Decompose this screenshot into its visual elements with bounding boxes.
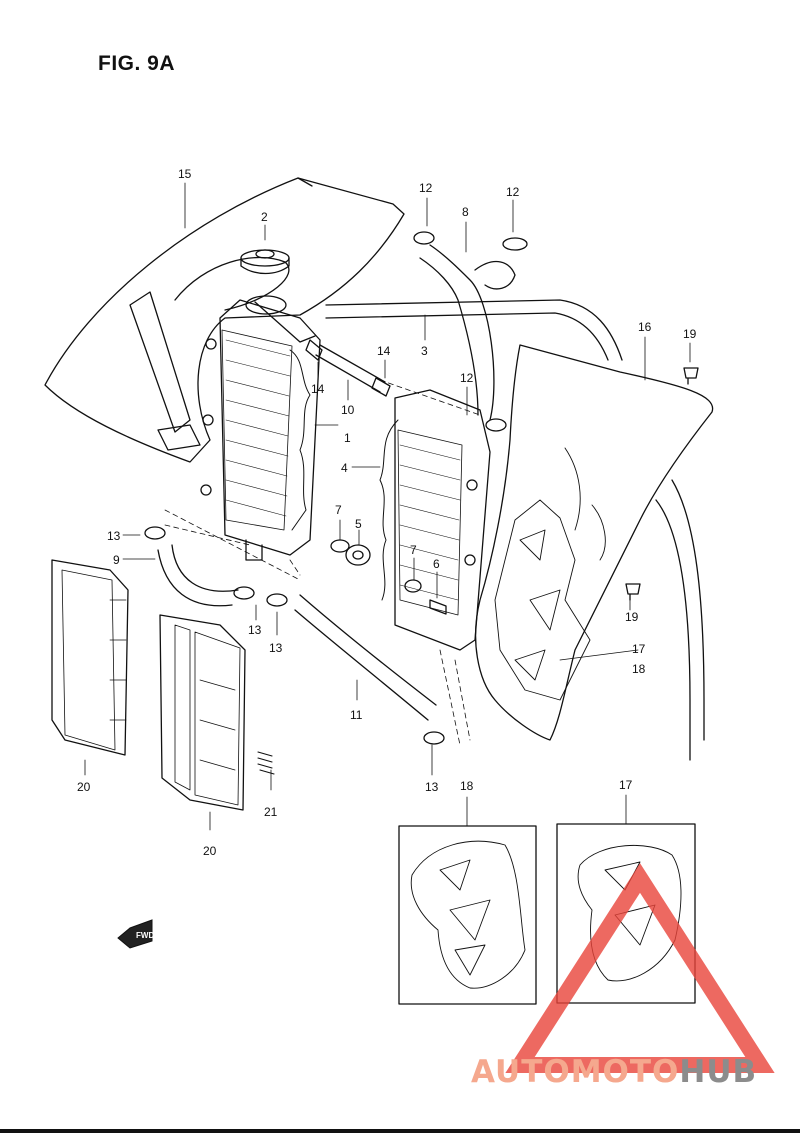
callout-14: 14 xyxy=(311,382,325,396)
callout-18: 18 xyxy=(460,779,474,793)
callout-7: 7 xyxy=(410,543,417,557)
callout-3: 3 xyxy=(421,344,428,358)
callout-4: 4 xyxy=(341,461,348,475)
radiator-guard-20-right xyxy=(159,614,246,811)
right-radiator-4 xyxy=(379,389,491,651)
watermark-automoto: AUTOMOTO xyxy=(471,1054,679,1090)
radiator-guard-20-left xyxy=(51,559,129,756)
callout-14: 14 xyxy=(377,344,391,358)
spring-21 xyxy=(257,751,275,775)
callout-20: 20 xyxy=(203,844,217,858)
callout-13: 13 xyxy=(269,641,283,655)
decal-in-plate xyxy=(494,499,591,701)
callout-17: 17 xyxy=(619,778,633,792)
callout-8: 8 xyxy=(462,205,469,219)
callout-21: 21 xyxy=(264,805,278,819)
inset-box-18 xyxy=(398,825,537,1005)
callout-labels: 15 2 12 8 12 16 19 3 14 14 10 12 1 4 13 … xyxy=(77,167,697,858)
callout-16: 16 xyxy=(638,320,652,334)
hose-clamps-13 xyxy=(144,526,445,745)
callout-20: 20 xyxy=(77,780,91,794)
callout-19: 19 xyxy=(625,610,639,624)
figure-title: FIG. 9A xyxy=(98,52,176,75)
grommets-5-7 xyxy=(330,539,447,615)
bottom-rule xyxy=(0,1129,800,1133)
callout-9: 9 xyxy=(113,553,120,567)
watermark-logo: AUTOMOTOHUB xyxy=(471,863,775,1090)
callout-12: 12 xyxy=(506,185,520,199)
leader-lines xyxy=(84,182,691,831)
callout-19: 19 xyxy=(683,327,697,341)
hose-clamps-12 xyxy=(413,231,528,432)
svg-text:AUTOMOTOHUB: AUTOMOTOHUB xyxy=(471,1054,757,1090)
callout-13: 13 xyxy=(107,529,121,543)
callout-12: 12 xyxy=(460,371,474,385)
radiator-cap-2 xyxy=(240,249,290,275)
side-cover-16 xyxy=(475,344,714,741)
callout-5: 5 xyxy=(355,517,362,531)
callout-12: 12 xyxy=(419,181,433,195)
callout-15: 15 xyxy=(178,167,192,181)
fwd-arrow-icon: FWD xyxy=(117,919,154,949)
bolts-19 xyxy=(625,367,699,601)
callout-1: 1 xyxy=(344,431,351,445)
callout-2: 2 xyxy=(261,210,268,224)
lower-hose-11 xyxy=(294,594,437,721)
inset-box-17 xyxy=(556,823,696,1004)
lower-hose-9 xyxy=(157,544,239,607)
hose-10 xyxy=(305,339,391,397)
callout-13: 13 xyxy=(248,623,262,637)
watermark-hub: HUB xyxy=(679,1054,757,1090)
bypass-tube-3 xyxy=(325,299,623,361)
callout-18: 18 xyxy=(632,662,646,676)
callout-7: 7 xyxy=(335,503,342,517)
fwd-label: FWD xyxy=(136,931,154,940)
decal-18-art xyxy=(410,840,526,989)
callout-10: 10 xyxy=(341,403,355,417)
callout-13: 13 xyxy=(425,780,439,794)
frame-tube xyxy=(655,479,705,761)
upper-hose-8 xyxy=(419,244,516,421)
callout-6: 6 xyxy=(433,557,440,571)
callout-11: 11 xyxy=(350,708,363,722)
radiator-shroud-15 xyxy=(44,177,405,463)
left-radiator-1 xyxy=(200,295,321,561)
callout-17: 17 xyxy=(632,642,646,656)
